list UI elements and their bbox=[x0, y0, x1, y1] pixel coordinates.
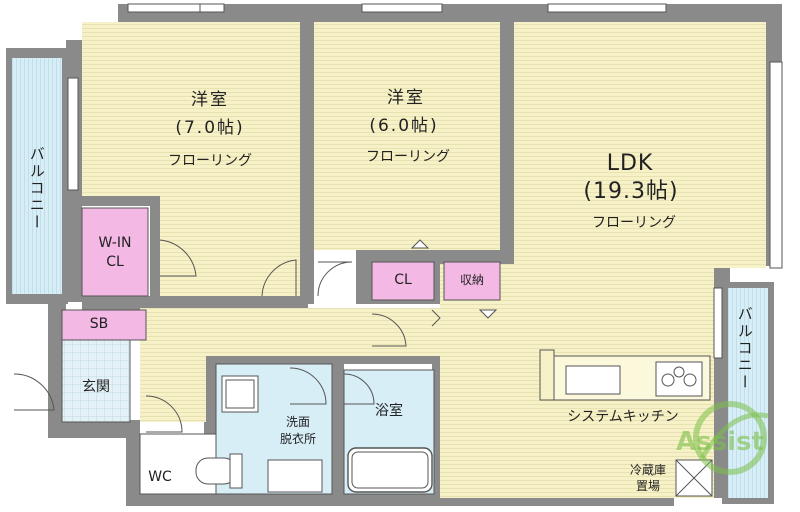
balcony-right-label: バルコニー bbox=[735, 306, 754, 391]
balcony-right bbox=[722, 282, 774, 504]
kitchen-sink bbox=[565, 365, 621, 395]
western-room-2-size: (6.0帖) bbox=[369, 116, 439, 136]
walkin-closet bbox=[81, 207, 149, 297]
entrance bbox=[61, 339, 131, 423]
closet-label: CL bbox=[394, 272, 412, 288]
balcony-left-label: バルコニー bbox=[27, 146, 46, 231]
ldk-name: LDK bbox=[606, 151, 654, 176]
western-room-1-size: (7.0帖) bbox=[175, 118, 245, 138]
washroom-label: 洗面 脱衣所 bbox=[279, 415, 316, 446]
western-room-2-floor: フローリング bbox=[366, 149, 450, 165]
toilet-label: WC bbox=[148, 469, 172, 485]
western-room-2-name: 洋室 bbox=[387, 88, 425, 108]
washer-space bbox=[221, 375, 259, 413]
shoe-box-label: SB bbox=[89, 316, 109, 332]
walkin-closet-label: W-IN CL bbox=[98, 235, 132, 270]
hallway bbox=[140, 308, 446, 356]
hallway-lower bbox=[140, 352, 206, 422]
entrance-label: 玄関 bbox=[82, 379, 110, 395]
shoe-box bbox=[61, 309, 147, 341]
ldk-floor: フローリング bbox=[592, 215, 676, 231]
storage-label: 収納 bbox=[459, 273, 484, 287]
closet bbox=[371, 261, 435, 301]
bathtub bbox=[347, 447, 433, 493]
bathroom-label: 浴室 bbox=[375, 403, 403, 419]
storage bbox=[443, 261, 501, 301]
kitchen-label: システムキッチン bbox=[567, 409, 679, 425]
western-room-1-name: 洋室 bbox=[191, 90, 229, 110]
ldk-room bbox=[514, 22, 766, 268]
assist-logo: Assist bbox=[676, 401, 769, 475]
kitchen-stove bbox=[655, 361, 703, 397]
ldk-size: (19.3帖) bbox=[583, 179, 679, 204]
balcony-left bbox=[6, 48, 68, 304]
western-room-2 bbox=[314, 22, 500, 250]
fridge-label: 冷蔵庫 置場 bbox=[629, 463, 666, 494]
western-room-1 bbox=[82, 22, 300, 196]
washbasin bbox=[267, 459, 323, 493]
assist-logo-text: Assist bbox=[676, 427, 764, 457]
western-room-1-lower bbox=[160, 196, 300, 296]
western-room-1-floor: フローリング bbox=[168, 153, 252, 169]
